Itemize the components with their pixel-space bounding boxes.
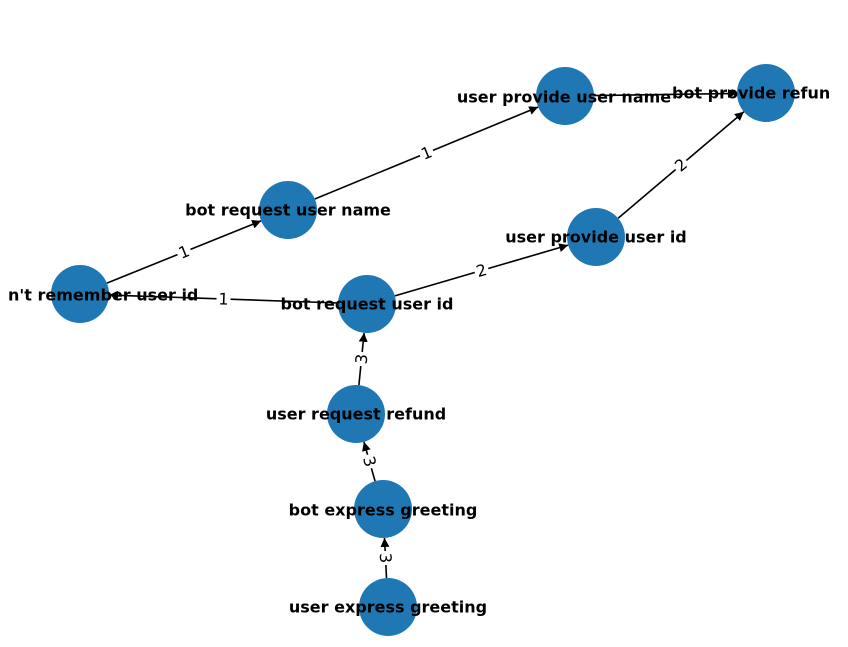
edge-label-background [471, 258, 492, 283]
nodes-layer [51, 64, 795, 636]
edge-weight-label: 2 [474, 260, 489, 281]
edge-label-background [669, 152, 693, 178]
edge-label-background [216, 288, 231, 310]
edge-labels-layer: 3 3 3 1 2 1 1 2 [173, 141, 693, 566]
node-label-bot-provide-refund: bot provide refun [672, 84, 830, 103]
edge-label-background [416, 141, 437, 165]
edge-label-group: 3 [375, 550, 396, 566]
node-user-express-greeting [359, 578, 417, 636]
edge-label-background [357, 452, 382, 471]
node-user-dont-remember-user-id [51, 265, 109, 323]
node-label-bot-request-user-name: bot request user name [185, 201, 391, 220]
node-label-user-provide-user-id: user provide user id [505, 228, 687, 247]
edge-label-background [375, 550, 396, 566]
node-label-bot-request-user-id: bot request user id [280, 295, 453, 314]
node-bot-express-greeting [354, 480, 412, 538]
edge-weight-label: 1 [218, 289, 229, 308]
node-bot-request-user-name [259, 181, 317, 239]
edge-label-group: 1 [416, 141, 437, 165]
edge-weight-label: 3 [352, 353, 372, 365]
edge-label-background [173, 240, 195, 264]
node-user-provide-user-id [567, 208, 625, 266]
edge-label-group: 2 [669, 152, 693, 178]
edge-label-group: 3 [357, 452, 382, 471]
edge-label-group: 2 [471, 258, 492, 283]
edge-label-background [350, 351, 373, 367]
node-bot-request-user-id [338, 275, 396, 333]
node-label-user-dont-remember-user-id: n't remember user id [8, 286, 198, 305]
edge-label-group: 1 [173, 240, 195, 264]
node-label-user-provide-user-name: user provide user name [457, 88, 671, 107]
node-label-user-express-greeting: user express greeting [289, 598, 487, 617]
edge-label-group: 3 [350, 351, 373, 367]
edge-weight-label: 3 [376, 552, 395, 563]
node-bot-provide-refund [737, 64, 795, 122]
node-user-request-refund [327, 385, 385, 443]
edge-label-group: 1 [216, 288, 231, 310]
node-user-provide-user-name [536, 67, 594, 125]
edge-weight-label: 3 [359, 454, 380, 469]
node-labels-layer: user express greeting bot express greetin… [8, 84, 830, 617]
edge-user-provide-user-name-to-bot-provide-refund [593, 89, 738, 99]
node-label-user-request-refund: user request refund [266, 405, 446, 424]
node-label-bot-express-greeting: bot express greeting [289, 501, 478, 520]
